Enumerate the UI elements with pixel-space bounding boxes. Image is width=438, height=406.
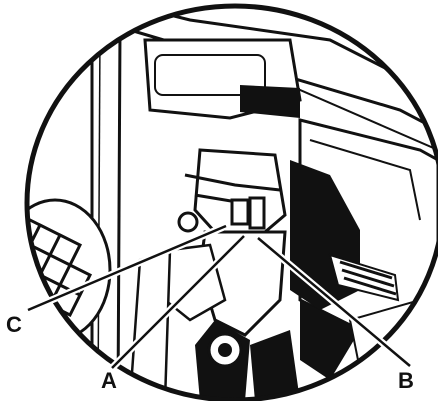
tank-panel [154,54,266,96]
leader-a [111,235,245,369]
callout-label-a: A [101,368,117,393]
bolt-inner [218,343,232,357]
valve-screw [177,211,199,233]
tank-shadow [240,85,300,118]
engine-rib [309,139,421,221]
leader-b [257,237,411,367]
frame-bar [90,28,122,400]
engine-grille-slots [339,260,397,296]
leader-lines [26,222,413,371]
frame-bar-line [97,31,101,400]
callout-label-c: C [6,312,22,337]
valve-knob-a [230,198,250,226]
magnifier-circle [24,3,438,403]
valve-knob-b [248,196,266,230]
engine-base-dark [300,300,360,380]
lower-right-dark [250,330,300,400]
callout-label-b: B [398,368,414,393]
valve-lever [184,173,281,192]
leader-c [27,224,227,312]
